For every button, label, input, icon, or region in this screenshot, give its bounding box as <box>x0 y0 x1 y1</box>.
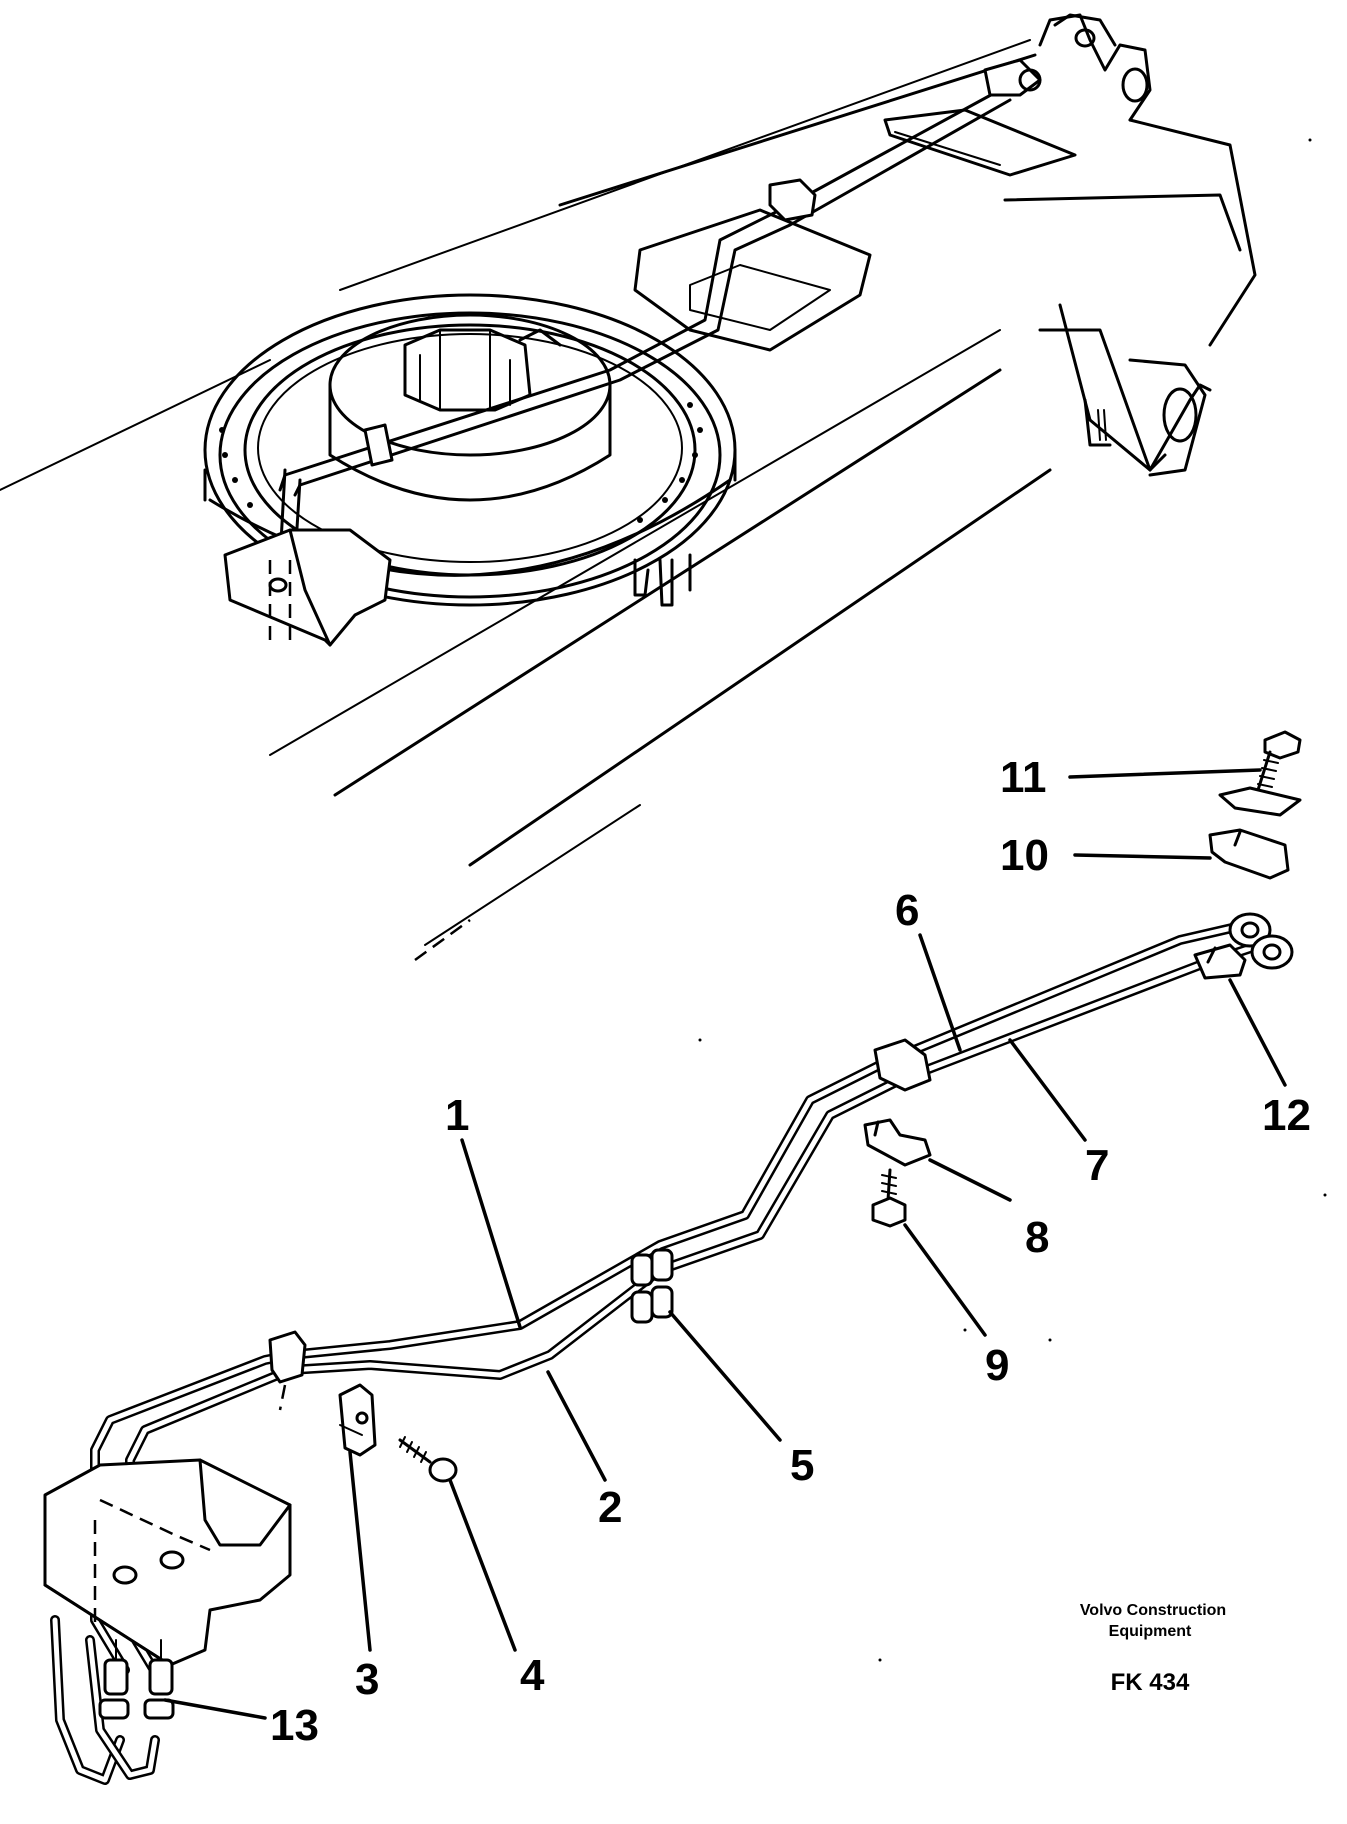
connector-5 <box>630 1248 674 1324</box>
callout-9: 9 <box>985 1341 1009 1390</box>
upper-frame-drawing <box>0 13 1257 962</box>
pipe-end-fittings <box>1228 912 1294 970</box>
upper-bracket <box>223 528 392 647</box>
clamp-part-8 <box>863 1118 932 1167</box>
callout-5: 5 <box>790 1441 814 1490</box>
fittings-part-13 <box>98 1639 175 1720</box>
footer-block: Volvo Construction Equipment FK 434 <box>1080 1602 1226 1696</box>
pipe-assembly <box>50 912 1294 1785</box>
callout-11: 11 <box>1000 753 1047 802</box>
company-name-line2: Equipment <box>1109 1623 1192 1640</box>
bolt-part-11 <box>1218 730 1302 817</box>
callout-6: 6 <box>895 886 919 935</box>
callout-7: 7 <box>1085 1141 1109 1190</box>
company-name-line1: Volvo Construction <box>1080 1602 1226 1619</box>
bracket-block <box>43 1458 292 1667</box>
callout-2: 2 <box>598 1483 622 1532</box>
callout-4: 4 <box>520 1651 545 1700</box>
bolt-part-4 <box>398 1436 458 1483</box>
callout-3: 3 <box>355 1655 379 1704</box>
callout-1: 1 <box>445 1091 469 1140</box>
callout-8: 8 <box>1025 1213 1049 1262</box>
center-hub <box>328 313 612 502</box>
bolt-part-9 <box>871 1168 907 1228</box>
clamp-part-10 <box>1208 828 1290 880</box>
callout-13: 13 <box>270 1701 319 1750</box>
leader-lines <box>163 768 1287 1720</box>
callout-10: 10 <box>1000 831 1049 880</box>
figure-id: FK 434 <box>1111 1669 1190 1696</box>
clamp-part-3 <box>338 1383 377 1457</box>
callout-12: 12 <box>1262 1091 1311 1140</box>
clamp-part-12 <box>1193 943 1247 980</box>
print-specks <box>698 138 1327 1662</box>
callout-labels: 1 2 3 4 5 6 7 8 9 10 11 12 13 <box>270 753 1311 1750</box>
